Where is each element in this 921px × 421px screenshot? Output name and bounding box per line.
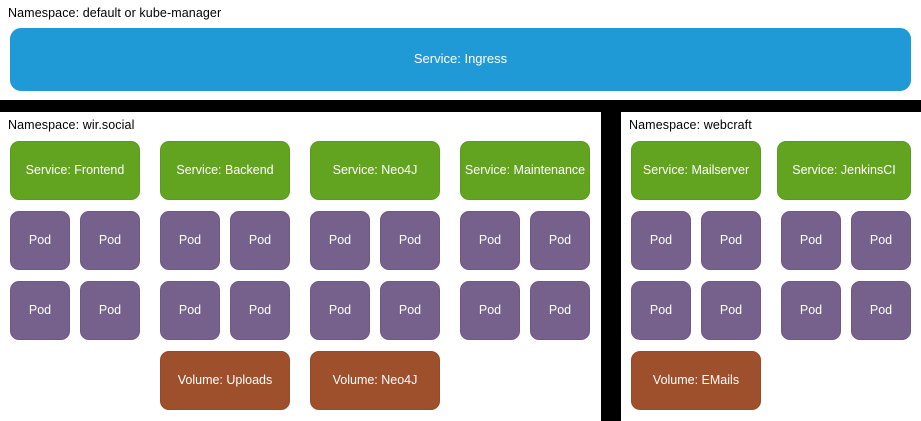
pod-neo4j-4[interactable]: Pod — [380, 281, 440, 340]
pod-jenkinsci-1[interactable]: Pod — [781, 211, 841, 270]
namespace-panel-wir-social: Namespace: wir.social Service: Frontend … — [0, 112, 601, 421]
namespace-label-wir-social: Namespace: wir.social — [8, 118, 135, 132]
pod-neo4j-3[interactable]: Pod — [310, 281, 370, 340]
pod-mailserver-2[interactable]: Pod — [701, 211, 761, 270]
pod-jenkinsci-2[interactable]: Pod — [851, 211, 911, 270]
pod-backend-2[interactable]: Pod — [230, 211, 290, 270]
namespace-panel-webcraft: Namespace: webcraft Service: Mailserver … — [621, 112, 921, 421]
pod-maintenance-4[interactable]: Pod — [530, 281, 590, 340]
service-maintenance[interactable]: Service: Maintenance — [460, 141, 590, 200]
service-backend[interactable]: Service: Backend — [160, 141, 290, 200]
volume-emails[interactable]: Volume: EMails — [631, 351, 761, 410]
pod-neo4j-1[interactable]: Pod — [310, 211, 370, 270]
pod-frontend-2[interactable]: Pod — [80, 211, 140, 270]
pod-frontend-4[interactable]: Pod — [80, 281, 140, 340]
pod-mailserver-3[interactable]: Pod — [631, 281, 691, 340]
namespace-label-default: Namespace: default or kube-manager — [8, 6, 222, 20]
volume-neo4j[interactable]: Volume: Neo4J — [310, 351, 440, 410]
service-frontend[interactable]: Service: Frontend — [10, 141, 140, 200]
pod-backend-3[interactable]: Pod — [160, 281, 220, 340]
pod-frontend-3[interactable]: Pod — [10, 281, 70, 340]
namespace-panel-default: Namespace: default or kube-manager Servi… — [0, 0, 921, 100]
volume-uploads[interactable]: Volume: Uploads — [160, 351, 290, 410]
service-mailserver[interactable]: Service: Mailserver — [631, 141, 761, 200]
namespace-label-webcraft: Namespace: webcraft — [629, 118, 752, 132]
pod-maintenance-2[interactable]: Pod — [530, 211, 590, 270]
pod-jenkinsci-3[interactable]: Pod — [781, 281, 841, 340]
pod-mailserver-4[interactable]: Pod — [701, 281, 761, 340]
pod-backend-4[interactable]: Pod — [230, 281, 290, 340]
pod-neo4j-2[interactable]: Pod — [380, 211, 440, 270]
service-ingress[interactable]: Service: Ingress — [10, 28, 911, 91]
pod-maintenance-3[interactable]: Pod — [460, 281, 520, 340]
pod-frontend-1[interactable]: Pod — [10, 211, 70, 270]
service-neo4j[interactable]: Service: Neo4J — [310, 141, 440, 200]
service-jenkinsci[interactable]: Service: JenkinsCI — [777, 141, 911, 200]
pod-mailserver-1[interactable]: Pod — [631, 211, 691, 270]
pod-maintenance-1[interactable]: Pod — [460, 211, 520, 270]
pod-jenkinsci-4[interactable]: Pod — [851, 281, 911, 340]
pod-backend-1[interactable]: Pod — [160, 211, 220, 270]
